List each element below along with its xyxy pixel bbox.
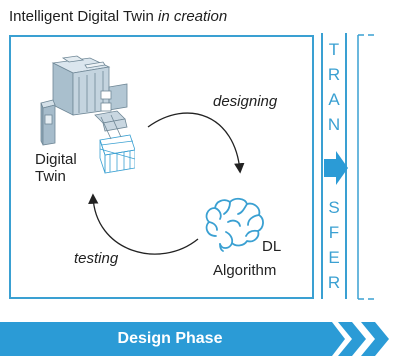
title-italic: in creation bbox=[157, 8, 228, 25]
designing-label: designing bbox=[213, 93, 278, 110]
brain-icon bbox=[205, 197, 264, 252]
transfer-letter: N bbox=[327, 115, 341, 134]
diagram-title: Intelligent Digital Twin in creation bbox=[9, 8, 227, 25]
double-chevron-icon bbox=[338, 322, 389, 356]
dl-label-line2: Algorithm bbox=[213, 262, 277, 279]
design-phase-label: Design Phase bbox=[117, 330, 223, 347]
digital-twin-label-line1: Digital bbox=[35, 151, 77, 168]
transfer-letter: R bbox=[327, 65, 341, 84]
digital-twin-label-line2: Twin bbox=[35, 168, 66, 185]
creation-box bbox=[9, 35, 314, 299]
transfer-letter: S bbox=[328, 198, 340, 217]
transfer-letter: R bbox=[327, 273, 341, 292]
transfer-letter: F bbox=[328, 223, 340, 242]
transfer-letter: A bbox=[328, 90, 340, 109]
machine-illustration-icon bbox=[40, 55, 135, 174]
transfer-letter: T bbox=[328, 40, 340, 59]
next-phase-bracket bbox=[357, 34, 374, 300]
dl-label-line1: DL bbox=[262, 238, 282, 255]
design-phase-bar bbox=[0, 322, 345, 356]
title-main: Intelligent Digital Twin bbox=[9, 8, 154, 25]
testing-label: testing bbox=[74, 250, 119, 267]
transfer-letter: E bbox=[328, 248, 340, 267]
arrow-right-icon bbox=[324, 151, 348, 185]
